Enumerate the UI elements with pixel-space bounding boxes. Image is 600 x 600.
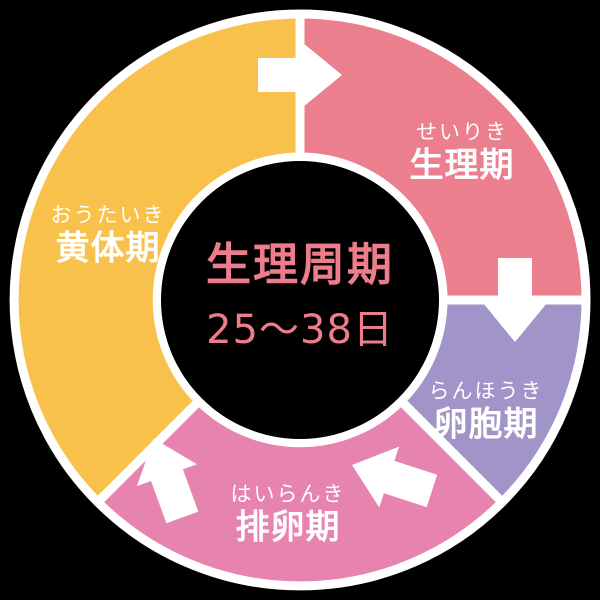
label-title-luteal: 黄体期 <box>56 229 161 269</box>
segment-ovulation[interactable] <box>93 396 507 591</box>
label-title-follicular: 卵胞期 <box>434 405 539 445</box>
segment-labels: おうたいき 黄体期 せいりき 生理期 らんほうき 卵胞期 はいらんき 排卵期 <box>51 120 544 548</box>
center-subtitle: 25～38日 <box>206 307 394 353</box>
ring-segments <box>9 9 591 591</box>
segment-luteal[interactable] <box>9 9 305 507</box>
center-title: 生理周期 <box>206 238 394 291</box>
label-reading-follicular: らんほうき <box>429 379 544 403</box>
flow-arrows <box>136 43 547 524</box>
arrow-ovulation-to-luteal <box>136 438 199 524</box>
label-reading-ovulation: はいらんき <box>231 482 346 506</box>
hub-circle <box>161 161 439 439</box>
arrow-follicular-to-ovulation <box>352 446 438 508</box>
arrow-luteal-to-menstrual <box>258 43 342 107</box>
label-title-ovulation: 排卵期 <box>236 508 341 548</box>
label-reading-luteal: おうたいき <box>51 203 166 227</box>
center-label-group: 生理周期 25～38日 <box>206 238 394 353</box>
label-reading-menstrual: せいりき <box>416 120 508 144</box>
segment-menstrual[interactable] <box>295 9 591 305</box>
arrow-menstrual-to-follicular <box>483 258 547 342</box>
label-title-menstrual: 生理期 <box>410 146 515 186</box>
